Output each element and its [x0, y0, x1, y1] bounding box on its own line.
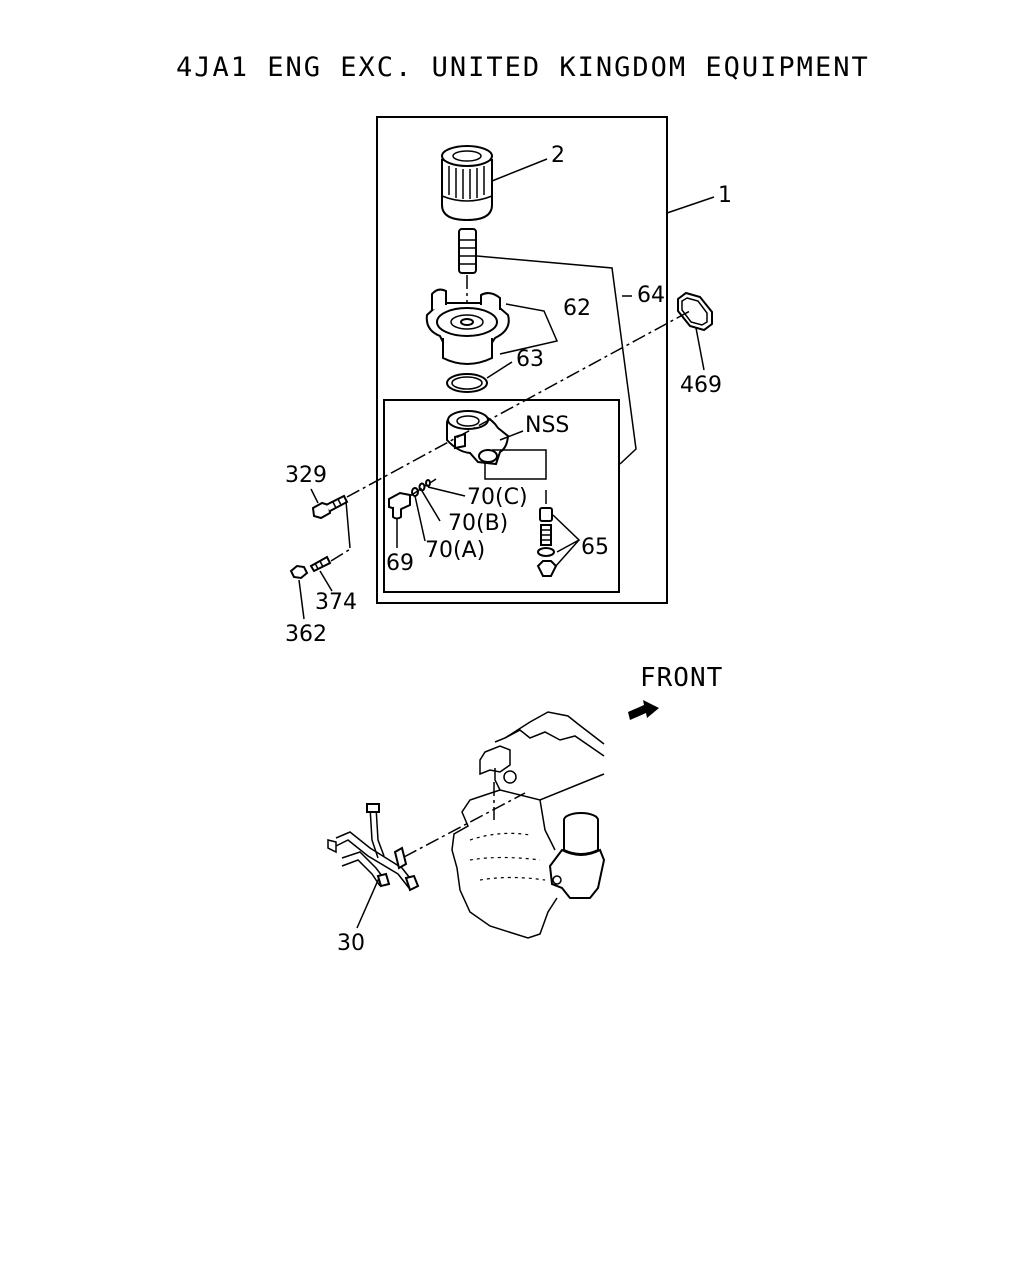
engine-oil-filter: [548, 812, 606, 899]
stud-374[interactable]: [309, 555, 332, 573]
diagram-title: 4JA1 ENG EXC. UNITED KINGDOM EQUIPMENT: [176, 52, 870, 83]
engine-block: [451, 711, 605, 939]
leader-2: [491, 158, 548, 182]
oil-pipe-assembly[interactable]: [327, 803, 420, 892]
callout-62: 62: [563, 296, 591, 321]
oil-filter-cartridge[interactable]: [441, 145, 493, 222]
plug-69[interactable]: [388, 491, 411, 520]
leader-70b: [421, 490, 441, 522]
callout-469: 469: [680, 373, 722, 398]
bracket-64: [476, 255, 637, 465]
callout-30: 30: [337, 931, 365, 956]
leader-469: [695, 327, 705, 371]
bracket-70: [484, 449, 547, 480]
callout-nss: NSS: [525, 413, 569, 438]
leader-nss: [499, 430, 524, 441]
union-bolt-set[interactable]: [536, 507, 558, 577]
filter-adapter[interactable]: [446, 410, 510, 466]
bolt-329[interactable]: [311, 494, 349, 520]
sub-assembly-box: [383, 399, 620, 593]
callout-329: 329: [285, 463, 327, 488]
nut-362[interactable]: [289, 564, 309, 580]
leader-65: [552, 514, 581, 568]
callout-374: 374: [315, 590, 357, 615]
bracket-329-374: [345, 500, 351, 549]
callout-65: 65: [581, 535, 609, 560]
leader-30: [356, 877, 380, 929]
callout-362: 362: [285, 622, 327, 647]
center-bolt[interactable]: [458, 228, 477, 274]
alignment-line-plug: [409, 478, 437, 497]
alignment-line-gasket: [346, 310, 691, 498]
alignment-line-engine: [403, 792, 526, 858]
assembly-box: [376, 116, 668, 604]
leader-362: [298, 579, 305, 620]
leader-329: [310, 488, 319, 504]
front-label: FRONT: [640, 663, 723, 693]
callout-63: 63: [516, 347, 544, 372]
leader-1: [666, 196, 715, 214]
callout-64: 64: [637, 283, 665, 308]
front-arrow-icon: [628, 700, 659, 720]
callout-70a: 70(A): [425, 538, 485, 563]
alignment-line-stud: [330, 547, 353, 562]
callout-2: 2: [551, 143, 565, 168]
callout-1: 1: [718, 183, 732, 208]
leader-70a: [414, 495, 426, 542]
leader-63: [486, 361, 513, 379]
gasket-469[interactable]: [677, 291, 713, 332]
callout-69: 69: [386, 551, 414, 576]
leader-374: [319, 570, 333, 592]
callout-70b: 70(B): [448, 511, 508, 536]
callout-70c: 70(C): [467, 485, 528, 510]
leader-62: [499, 303, 559, 355]
oil-cooler-body[interactable]: [425, 288, 510, 365]
leader-70c: [427, 486, 466, 497]
